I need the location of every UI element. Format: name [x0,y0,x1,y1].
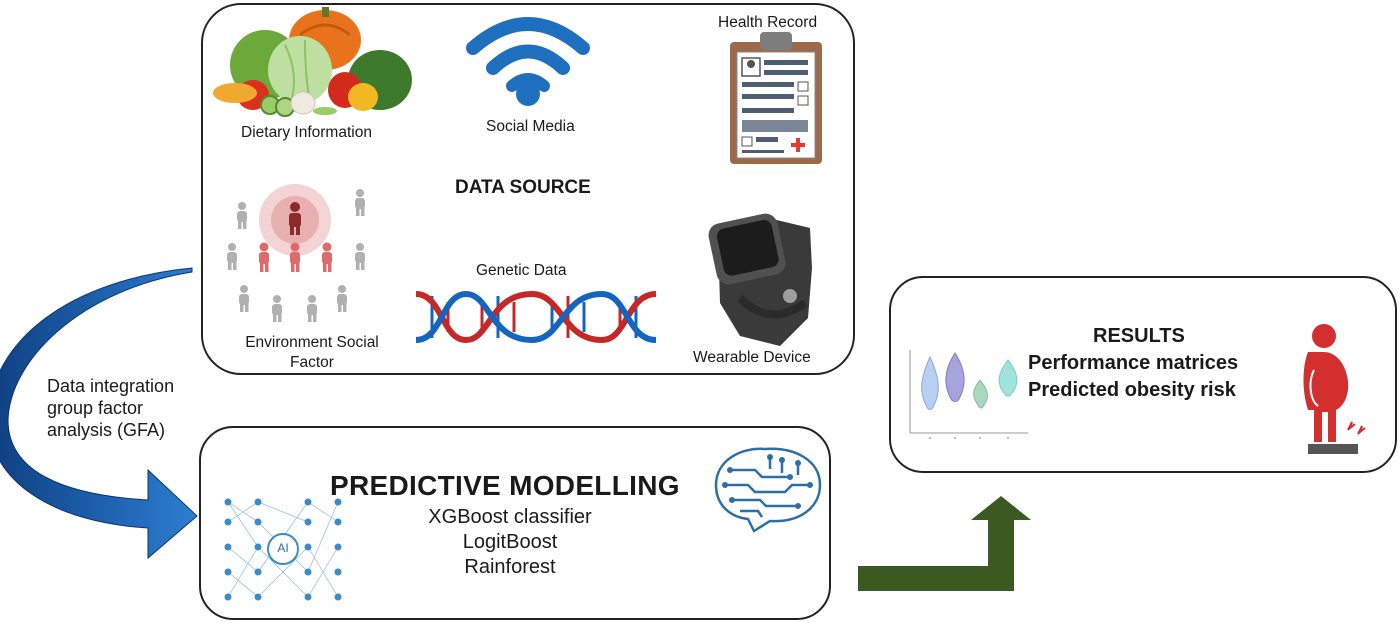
dietary-information-label: Dietary Information [241,124,372,141]
clipboard-icon [730,32,822,164]
results-title: RESULTS [1093,325,1185,347]
green-step-arrow [858,496,1031,591]
environment-social-factor-line1: Environment Social [245,334,379,351]
obese-person-scale-icon [1303,324,1366,454]
environment-social-factor-line2: Factor [290,354,334,371]
wifi-icon [466,17,590,106]
integration-line3: analysis (GFA) [47,420,166,440]
brain-circuit-icon [714,447,822,533]
environment-social-factor-label: Environment Social Factor [232,333,392,373]
model-xgboost: XGBoost classifier [428,506,592,528]
integration-line2: group factor [47,398,144,418]
genetic-data-label: Genetic Data [476,262,567,279]
social-media-label: Social Media [486,118,575,135]
violin-plot-icon [909,350,1028,439]
smartwatch-icon [708,213,812,346]
predicted-obesity-risk-label: Predicted obesity risk [1028,379,1236,401]
neural-network-icon [224,498,342,601]
performance-matrices-label: Performance matrices [1028,352,1239,374]
integration-label: Data integration group factor analysis (… [47,375,174,441]
health-record-label: Health Record [718,14,818,31]
model-logitboost: LogitBoost [462,531,558,553]
integration-line1: Data integration [47,376,175,396]
predictive-modelling-title: PREDICTIVE MODELLING [330,470,680,501]
predictive-modelling-panel [199,426,831,620]
ai-label: AI [277,541,289,555]
wearable-device-label: Wearable Device [693,349,811,366]
model-rainforest: Rainforest [464,556,556,578]
vegetables-icon [213,7,412,117]
blue-curved-arrow [0,267,198,560]
dna-icon [415,290,657,344]
people-network-icon [227,184,365,322]
data-source-title: DATA SOURCE [455,177,591,198]
